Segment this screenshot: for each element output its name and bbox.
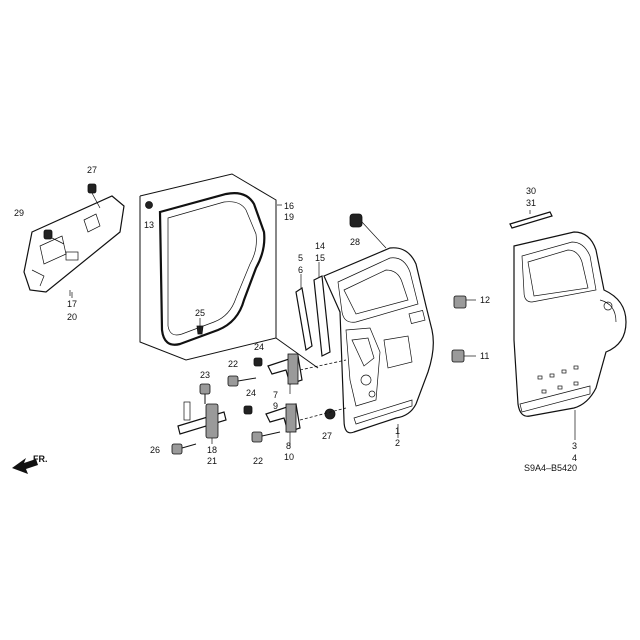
clip-29	[43, 229, 65, 245]
callout-23: 23	[200, 370, 210, 380]
callout-11: 11	[480, 351, 489, 361]
callout-1: 1	[395, 426, 400, 436]
leader-lines	[71, 204, 576, 446]
bumper-28	[349, 213, 387, 249]
callouts: 27 29 17 20 13 16 19 25 5 6 14 15 28 12 …	[14, 165, 577, 466]
bumper-27-low	[324, 408, 336, 420]
callout-8: 8	[286, 441, 291, 451]
callout-10: 10	[284, 452, 294, 462]
callout-16: 16	[284, 201, 294, 211]
door-checker	[177, 401, 227, 439]
hinge-lower	[265, 403, 301, 433]
callout-24-upper: 24	[254, 342, 264, 352]
hinge-upper	[267, 353, 303, 385]
callout-25: 25	[195, 308, 205, 318]
callout-17: 17	[67, 299, 77, 309]
diagram-code: S9A4–B5420	[524, 463, 577, 473]
callout-4: 4	[572, 453, 577, 463]
callout-15: 15	[315, 253, 325, 263]
callout-3: 3	[572, 441, 577, 451]
door-weatherstrip	[158, 192, 266, 346]
front-direction-arrow: FR.	[12, 454, 48, 474]
callout-5: 5	[298, 253, 303, 263]
callout-22-upper: 22	[228, 359, 238, 369]
clip-13	[145, 201, 153, 209]
bolt-26	[171, 443, 197, 455]
callout-28: 28	[350, 237, 360, 247]
bolt-22-upper	[227, 375, 257, 387]
callout-29: 29	[14, 208, 24, 218]
callout-6: 6	[298, 265, 303, 275]
callout-24-lower: 24	[246, 388, 256, 398]
door-channel	[313, 275, 331, 357]
callout-12: 12	[480, 295, 490, 305]
callout-19: 19	[284, 212, 294, 222]
clip-27-top	[87, 183, 101, 209]
hinge-guide-lines	[299, 359, 347, 421]
bolt-24-upper	[253, 357, 263, 367]
weatherstrip-box	[139, 173, 319, 369]
callout-31: 31	[526, 198, 536, 208]
callout-18: 18	[207, 445, 217, 455]
callout-22-lower: 22	[253, 456, 263, 466]
callout-9: 9	[273, 401, 278, 411]
callout-21: 21	[207, 456, 217, 466]
door-strip	[509, 211, 553, 229]
callout-30: 30	[526, 186, 536, 196]
callout-20: 20	[67, 312, 77, 322]
door-skin-holes	[537, 365, 579, 394]
door-cover-plate	[23, 195, 125, 293]
callout-2: 2	[395, 438, 400, 448]
bumper-12	[453, 295, 476, 309]
rear-door-inner	[323, 247, 434, 434]
bumper-11	[451, 349, 476, 363]
direction-label: FR.	[33, 454, 48, 464]
callout-14: 14	[315, 241, 325, 251]
bolt-22-lower	[251, 431, 281, 443]
bolt-24-lower	[243, 405, 253, 415]
callout-27-low: 27	[322, 431, 332, 441]
sash-molding	[295, 286, 313, 352]
callout-7: 7	[273, 390, 278, 400]
callout-27-top: 27	[87, 165, 97, 175]
bolt-23	[199, 383, 211, 404]
rear-door-outer	[513, 231, 627, 417]
callout-13: 13	[144, 220, 154, 230]
callout-26: 26	[150, 445, 160, 455]
